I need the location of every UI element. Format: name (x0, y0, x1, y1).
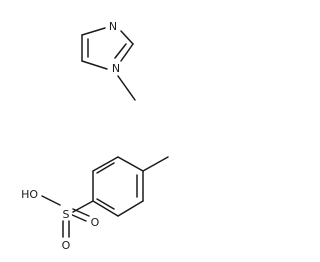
atom-hydroxyl-label: HO (21, 188, 38, 201)
ring-bond-top-left (92, 156, 119, 172)
ring-bond-bottom-left (92, 200, 119, 217)
ring-bond-bottom-right (117, 200, 144, 217)
methylimidazole-molecule: N N (81, 20, 136, 101)
bond-sulfur-oxygen-top-1 (72, 208, 90, 217)
chemical-structure-drawing: N N HO S O O (21, 20, 169, 252)
bond-ring-methyl (142, 156, 169, 172)
bond-n3-c4 (81, 27, 106, 36)
bond-c5-n1 (81, 60, 108, 70)
ring-inner-bottom-left (96, 198, 115, 210)
bond-sulfur-hydroxyl (41, 195, 61, 206)
bond-c2-n3 (120, 30, 134, 45)
atom-oxygen-top-label: O (91, 216, 100, 229)
bond-n1-c2 (120, 43, 134, 62)
bond-n1-c2-double (114, 43, 127, 59)
atom-oxygen-bottom-label: O (62, 239, 71, 252)
atom-n3-label: N (109, 20, 117, 33)
toluenesulfonic-acid-molecule: HO S O O (21, 156, 169, 252)
bond-n1-methyl (117, 75, 136, 101)
ring-bond-top-right (117, 156, 144, 172)
sulfur-label-mask (60, 207, 72, 220)
atom-n1-label: N (112, 62, 120, 75)
ring-inner-top-left (96, 162, 115, 174)
atom-sulfur-label: S (63, 208, 70, 221)
bond-sulfur-oxygen-top-2 (69, 213, 87, 222)
